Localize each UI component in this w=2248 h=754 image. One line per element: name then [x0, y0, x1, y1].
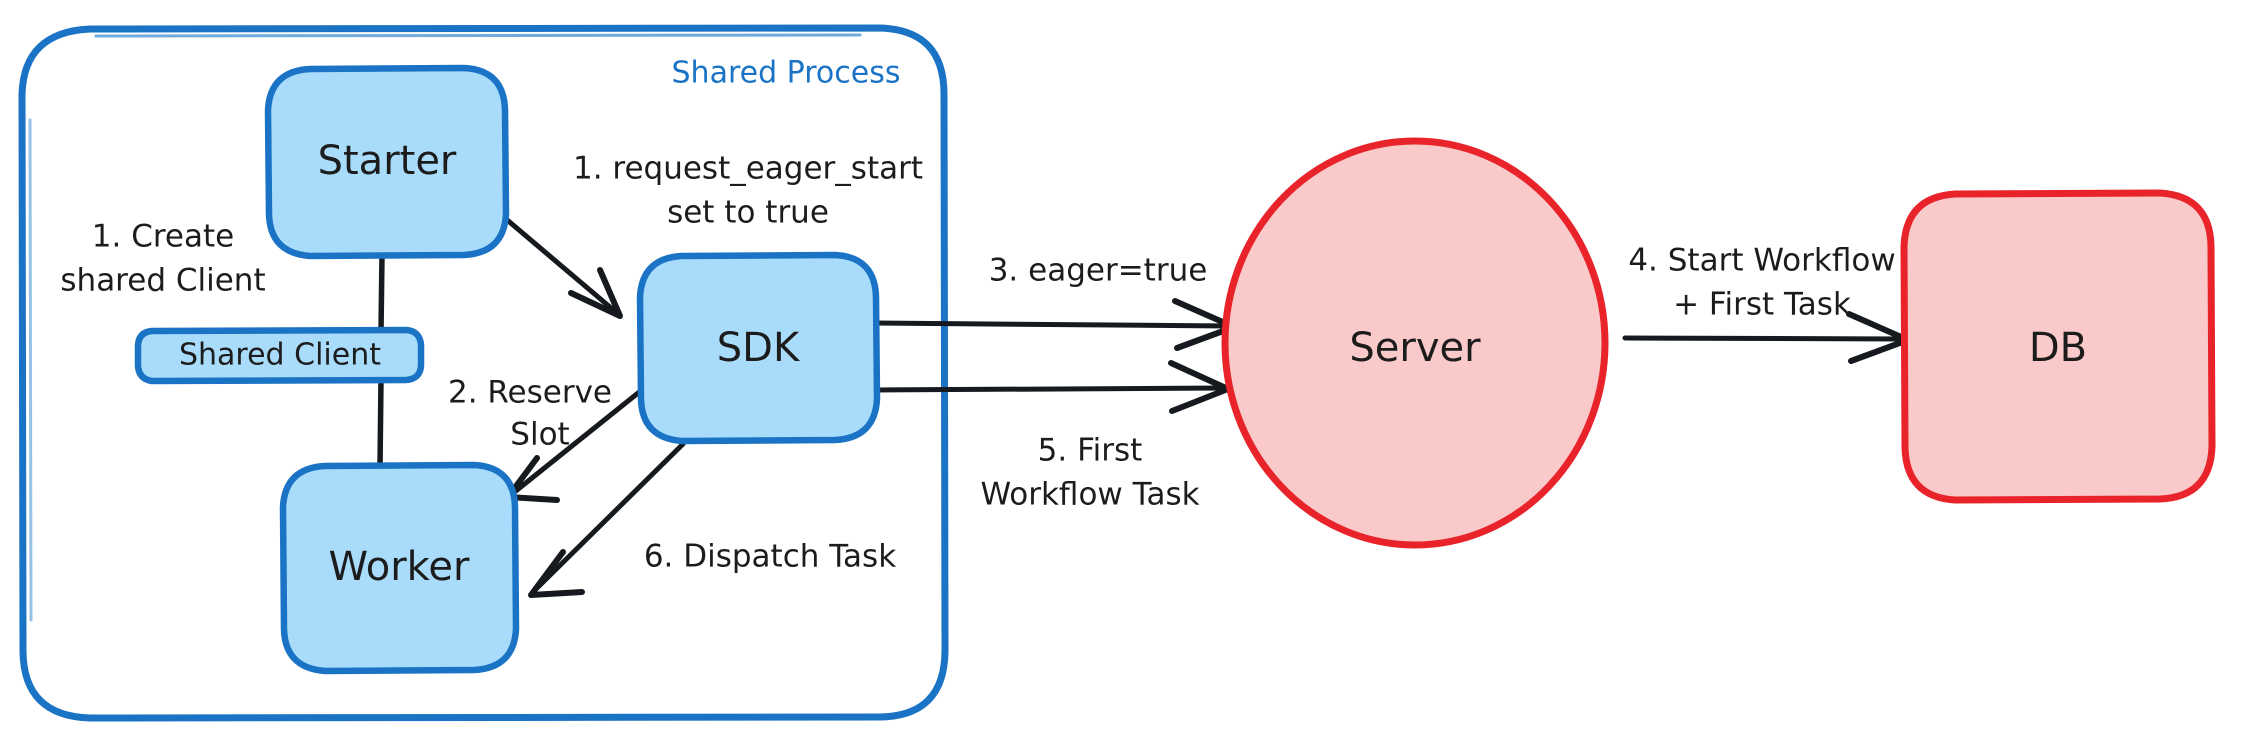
worker-box	[279, 461, 520, 675]
request-eager-start-line2: set to true	[667, 195, 829, 231]
edge-label-first-workflow-task: 5. First Workflow Task	[980, 433, 1199, 513]
eager-true-line1: 3. eager=true	[989, 253, 1208, 289]
first-workflow-task-line1: 5. First	[1038, 433, 1143, 469]
dispatch-task-line1: 6. Dispatch Task	[644, 539, 896, 575]
server-ellipse-sketch	[1377, 138, 1403, 148]
reserve-slot-line1: 2. Reserve	[448, 375, 612, 411]
create-shared-client-line1: 1. Create	[92, 219, 234, 255]
sdk-label: SDK	[717, 325, 801, 371]
node-shared-client[interactable]: Shared Client	[134, 326, 425, 385]
start-workflow-line1: 4. Start Workflow	[1628, 243, 1895, 279]
shared-process-border-sketch	[94, 33, 862, 38]
shared-process-label: Shared Process	[672, 56, 901, 91]
edge-label-request-eager-start: 1. request_eager_start set to true	[573, 151, 923, 231]
starter-box	[264, 64, 510, 260]
first-workflow-task-line2: Workflow Task	[980, 477, 1199, 513]
shared-client-box	[134, 326, 425, 385]
server-label: Server	[1349, 325, 1481, 371]
shared-process-border	[18, 24, 949, 722]
connector-sdk-worker-dispatch	[528, 441, 686, 598]
starter-label: Starter	[318, 138, 457, 184]
db-box	[1900, 189, 2216, 504]
connector-shared-client-worker	[377, 377, 384, 471]
connector-starter-sdk	[490, 205, 623, 319]
edge-label-reserve-slot: 2. Reserve Slot	[448, 375, 612, 453]
connector-starter-shared-client	[378, 252, 385, 335]
shared-process-border-sketch-left	[28, 118, 33, 622]
server-ellipse	[1221, 137, 1609, 549]
edge-label-eager-true: 3. eager=true	[989, 253, 1208, 289]
edge-label-create-shared-client: 1. Create shared Client	[60, 219, 265, 299]
reserve-slot-line2: Slot	[510, 417, 569, 453]
create-shared-client-line2: shared Client	[60, 263, 265, 299]
start-workflow-line2: + First Task	[1673, 287, 1851, 323]
node-worker[interactable]: Worker	[279, 461, 520, 675]
worker-label: Worker	[329, 544, 470, 590]
node-starter[interactable]: Starter	[264, 64, 510, 260]
node-server[interactable]: Server	[1221, 137, 1609, 549]
shared-client-label: Shared Client	[179, 338, 381, 373]
db-label: DB	[2029, 325, 2087, 371]
sdk-box	[636, 251, 881, 445]
node-sdk[interactable]: SDK	[636, 251, 881, 445]
edge-label-dispatch-task: 6. Dispatch Task	[644, 539, 896, 575]
request-eager-start-line1: 1. request_eager_start	[573, 151, 923, 187]
shared-process-group: Shared Process	[18, 24, 949, 722]
node-db[interactable]: DB	[1900, 189, 2216, 504]
edge-label-start-workflow: 4. Start Workflow + First Task	[1628, 243, 1895, 323]
